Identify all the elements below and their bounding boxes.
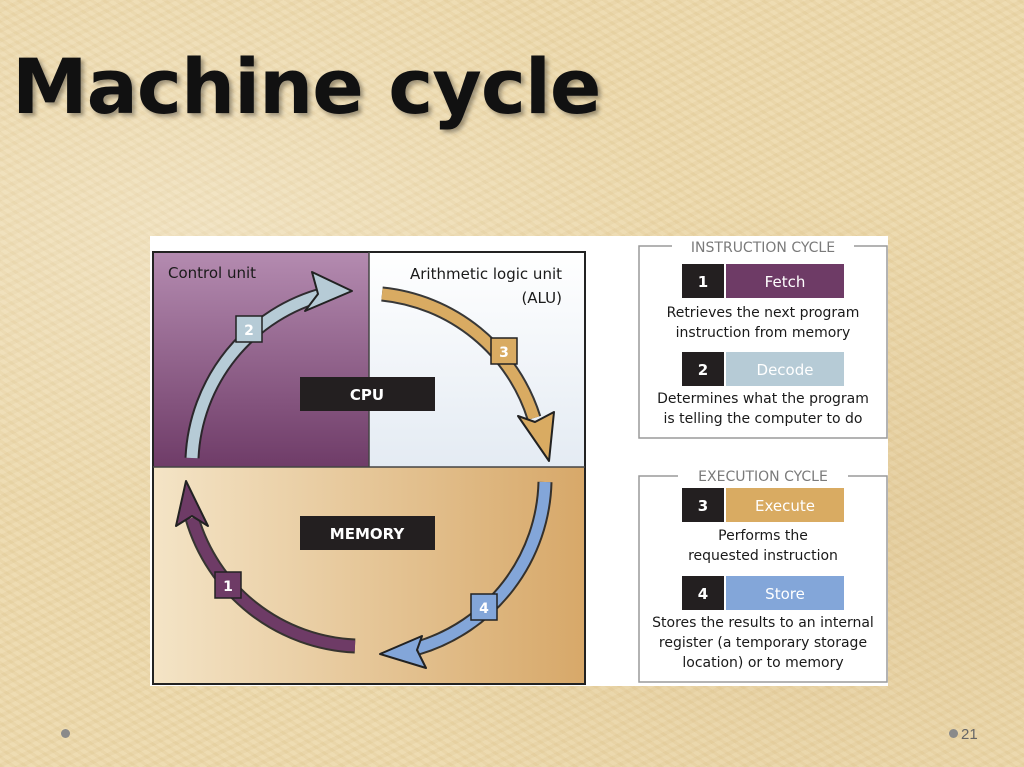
step-badge-1: 1 [223,579,233,595]
fetch-step-number: 1 [698,273,708,291]
cpu-box [300,377,435,411]
decode-arrow: 2 [184,271,353,459]
store-desc-line3: location) or to memory [682,655,843,671]
execute-arrow: 3 [381,286,555,462]
memory-label: MEMORY [330,525,406,543]
execute-label: Execute [755,497,815,515]
footer-left-dot [61,729,70,738]
instruction-cycle-heading: INSTRUCTION CYCLE [691,240,835,256]
store-arrow: 4 [379,481,553,669]
control-unit-label: Control unit [168,264,256,282]
decode-step-number: 2 [698,361,708,379]
slide-title: Machine cycle [12,42,601,131]
decode-chip [726,352,844,386]
cpu-label: CPU [350,386,384,404]
store-desc-line1: Stores the results to an internal [652,615,874,631]
machine-cycle-figure: Control unit Arithmetic logic unit (ALU)… [150,236,888,686]
execute-chip [726,488,844,522]
fetch-arrow: 1 [175,480,356,654]
store-step-number: 4 [698,585,708,603]
footer-right-dot [949,729,958,738]
step-badge-4: 4 [479,601,489,617]
execute-step-number: 3 [698,497,708,515]
execute-desc-line1: Performs the [718,528,808,544]
fetch-desc-line2: instruction from memory [676,325,851,341]
alu-label-line2: (ALU) [521,289,562,307]
step-badge-3: 3 [499,345,509,361]
fetch-chip [726,264,844,298]
fetch-desc-line1: Retrieves the next program [667,305,860,321]
alu-label-line1: Arithmetic logic unit [410,265,562,283]
memory-box [300,516,435,550]
step-badge-2: 2 [244,323,254,339]
store-desc-line2: register (a temporary storage [659,635,867,651]
fetch-label: Fetch [765,273,806,291]
store-label: Store [765,585,805,603]
execute-desc-line2: requested instruction [688,548,838,564]
execution-cycle-heading: EXECUTION CYCLE [698,469,828,485]
decode-desc-line2: is telling the computer to do [664,411,863,427]
instruction-cycle-panel: INSTRUCTION CYCLE 1 Fetch Retrieves the … [638,240,888,439]
decode-desc-line1: Determines what the program [657,391,869,407]
machine-cycle-diagram: Control unit Arithmetic logic unit (ALU)… [152,240,888,685]
page-number: 21 [961,726,978,743]
decode-label: Decode [757,361,814,379]
execution-cycle-panel: EXECUTION CYCLE 3 Execute Performs the r… [638,469,888,683]
store-chip [726,576,844,610]
